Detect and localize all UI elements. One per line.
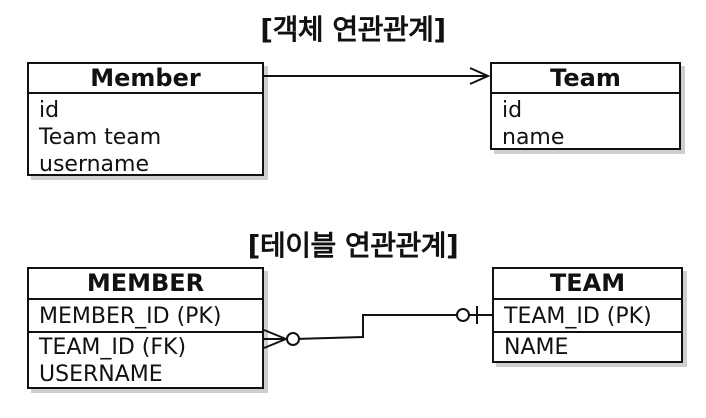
member-object-fields: id Team team username — [29, 94, 262, 178]
team-object-field-id: id — [502, 98, 523, 123]
member-object-field-id: id — [39, 98, 60, 123]
member-object-header: Member — [29, 64, 262, 94]
team-object-field-name: name — [502, 125, 565, 150]
team-table-box: TEAM TEAM_ID (PK) NAME — [492, 267, 683, 363]
member-object-box: Member id Team team username — [27, 62, 264, 178]
association-arrow — [264, 67, 491, 85]
member-table-field-member-id: MEMBER_ID (PK) — [39, 304, 222, 329]
zero-or-one-icon — [456, 306, 492, 324]
crows-foot-many-icon — [263, 329, 300, 349]
team-object-fields: id name — [492, 94, 679, 151]
member-table-header: MEMBER — [29, 269, 262, 300]
member-table-fields: TEAM_ID (FK) USERNAME — [29, 333, 262, 388]
member-object-field-username: username — [39, 152, 149, 177]
team-object-header: Team — [492, 64, 679, 94]
member-table-box: MEMBER MEMBER_ID (PK) TEAM_ID (FK) USERN… — [27, 267, 264, 389]
fk-relationship-line — [293, 314, 458, 340]
member-table-field-username: USERNAME — [39, 362, 163, 387]
team-table-header: TEAM — [494, 269, 681, 300]
team-table-field-name: NAME — [504, 335, 569, 360]
member-table-pk-section: MEMBER_ID (PK) — [29, 300, 262, 333]
team-object-box: Team id name — [490, 62, 681, 150]
table-model-title: [테이블 연관관계] — [247, 229, 459, 262]
team-table-pk-section: TEAM_ID (PK) — [494, 300, 681, 333]
member-table-field-team-id: TEAM_ID (FK) — [39, 335, 187, 360]
member-object-field-team: Team team — [39, 125, 162, 150]
object-model-title: [객체 연관관계] — [260, 13, 446, 46]
team-table-field-team-id: TEAM_ID (PK) — [504, 304, 652, 329]
team-table-fields: NAME — [494, 333, 681, 361]
